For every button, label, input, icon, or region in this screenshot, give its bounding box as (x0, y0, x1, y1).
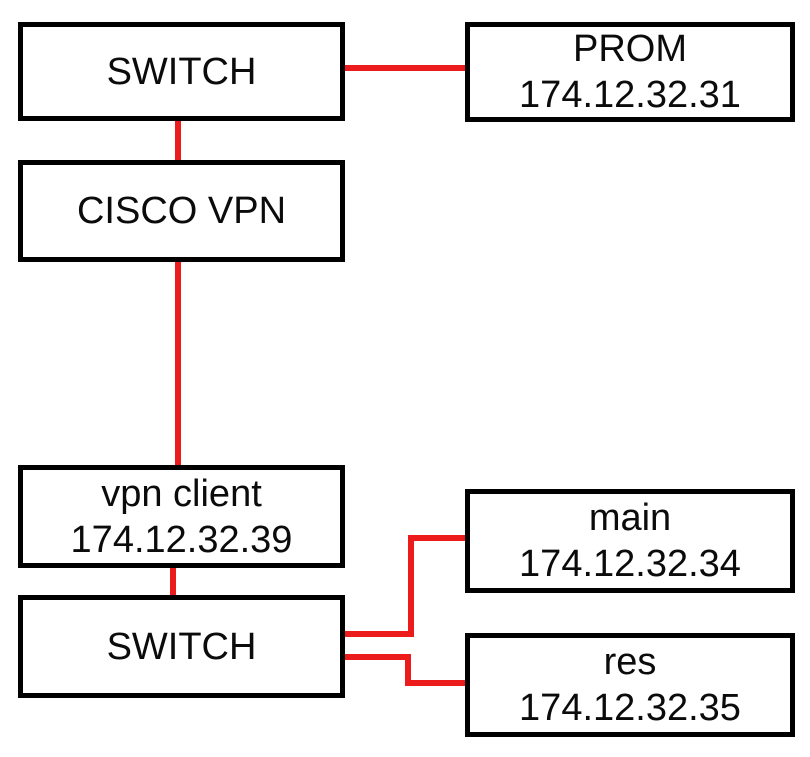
connector-switch-bottom-to-res-segment-3 (405, 680, 465, 686)
connector-cisco-vpn-to-vpn-client (175, 259, 181, 468)
connector-switch-bottom-to-main-segment-2 (408, 535, 414, 637)
node-res: res 174.12.32.35 (465, 633, 795, 737)
node-prom-ip: 174.12.32.31 (519, 74, 741, 116)
connector-switch-top-to-cisco-vpn (175, 117, 181, 163)
node-switch-bottom-label: SWITCH (106, 625, 257, 668)
node-switch-bottom: SWITCH (18, 595, 345, 698)
node-vpn-client-ip: 174.12.32.39 (70, 518, 293, 561)
node-switch-top-label: SWITCH (106, 50, 257, 93)
node-res-label: res (603, 641, 657, 683)
connector-switch-bottom-to-main-segment-1 (345, 631, 414, 637)
connector-switch-bottom-to-res-segment-2 (405, 654, 411, 686)
node-cisco-vpn: CISCO VPN (18, 160, 345, 262)
node-main-ip: 174.12.32.34 (519, 543, 741, 585)
node-main-label: main (588, 497, 672, 539)
node-switch-top: SWITCH (18, 22, 345, 121)
node-res-ip: 174.12.32.35 (519, 687, 741, 729)
connector-switch-bottom-to-res-segment-1 (345, 654, 411, 660)
node-vpn-client-label: vpn client (101, 472, 262, 515)
node-prom-label: PROM (573, 28, 687, 70)
connector-switch-bottom-to-main-segment-3 (408, 535, 465, 541)
node-prom: PROM 174.12.32.31 (465, 22, 795, 122)
connector-vpn-client-to-switch-bottom (170, 565, 176, 598)
connector-switch-top-to-prom (345, 65, 465, 71)
node-main: main 174.12.32.34 (465, 489, 795, 593)
node-vpn-client: vpn client 174.12.32.39 (18, 465, 345, 568)
node-cisco-vpn-label: CISCO VPN (76, 190, 287, 232)
